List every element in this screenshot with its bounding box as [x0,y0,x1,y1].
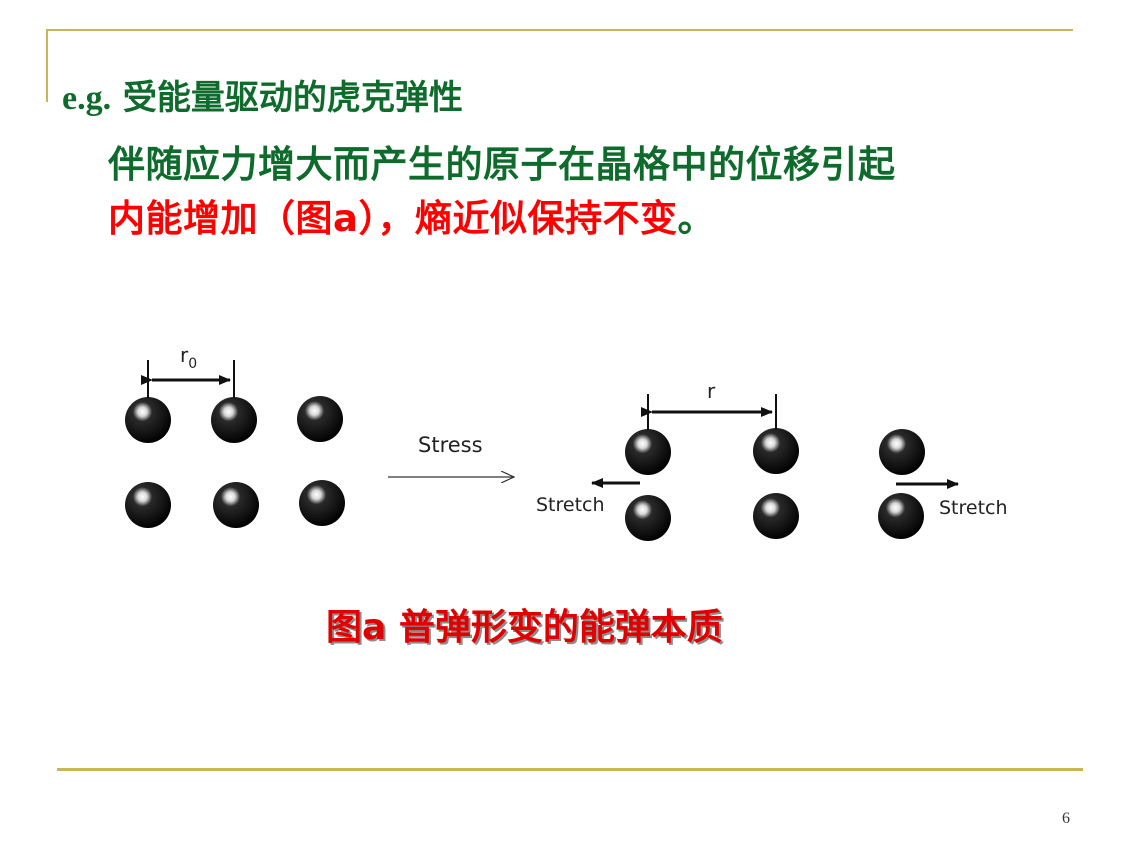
atom [125,482,171,528]
frame-bottom-rule [57,768,1083,771]
frame-top-rule [46,29,1073,31]
atom [879,429,925,475]
stretched-lattice [625,428,925,541]
stretch-left-label: Stretch [536,494,605,516]
heading-title: 受能量驱动的虎克弹性 [111,78,463,118]
frame-left-rule [46,29,48,102]
atom [211,397,257,443]
atom [297,396,343,442]
atom [625,429,671,475]
r0-label: r0 [180,343,197,372]
figure-caption: 图a 普弹形变的能弹本质 [326,607,723,648]
atom [753,493,799,539]
stress-label: Stress [418,433,483,457]
atom [878,493,924,539]
body-highlight-energy: 内能增加（图a）， [108,197,415,240]
heading-prefix: e.g. [62,80,112,117]
slide-heading: e.g. 受能量驱动的虎克弹性 [62,70,463,119]
atom [753,428,799,474]
r-label: r [707,379,716,403]
atom [125,397,171,443]
r-dimension [641,394,777,430]
body-line-1: 伴随应力增大而产生的原子在晶格中的位移引起 [108,143,896,186]
unstressed-lattice [125,396,345,528]
body-period: 。 [677,197,715,240]
atom [625,495,671,541]
body-line-2: 内能增加（图a），熵近似保持不变。 [108,188,715,242]
stretch-right-label: Stretch [939,497,1008,519]
page-number: 6 [1062,810,1070,827]
r0-dimension [141,360,235,398]
atom [299,480,345,526]
body-highlight-entropy: 熵近似保持不变 [414,197,678,240]
atom [213,482,259,528]
